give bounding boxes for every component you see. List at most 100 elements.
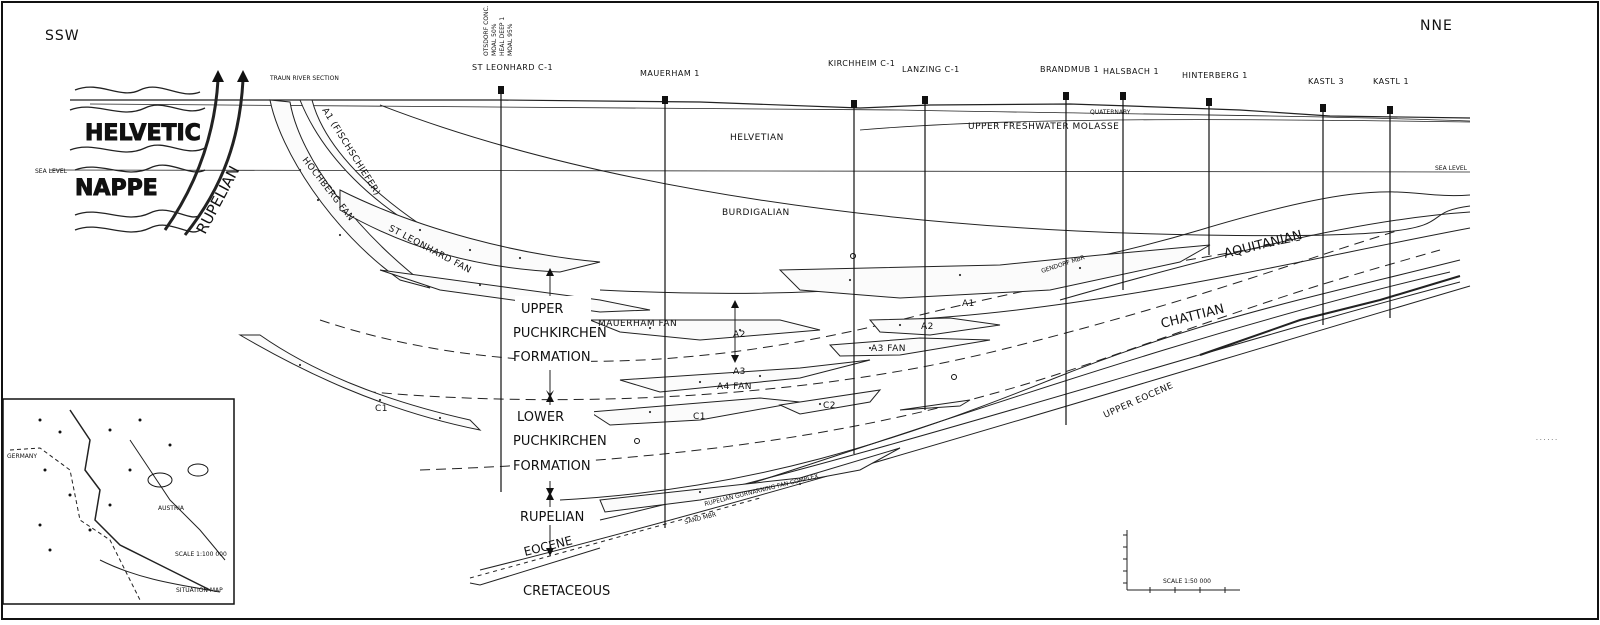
well-name: KASTL 1	[1373, 77, 1409, 86]
traun-label: TRAUN RIVER SECTION	[269, 75, 339, 82]
helvetic-label: HELVETIC	[85, 121, 201, 146]
c2-label: C2	[823, 401, 836, 411]
rig-icon	[662, 96, 668, 104]
c1-left-label: C1	[375, 404, 388, 414]
direction-nne: NNE	[1420, 18, 1453, 34]
boundary-cretaceous	[479, 285, 1471, 571]
mauerham-fan-body	[589, 319, 821, 341]
small-lens	[899, 399, 971, 411]
boundary-chattian-top	[899, 227, 1471, 321]
eocene-label: EOCENE	[522, 533, 573, 559]
map-lake	[187, 463, 209, 477]
helvetian-top	[89, 103, 1471, 122]
helvetian-label: HELVETIAN	[730, 133, 784, 143]
traun-text: TRAUN RIVER SECTION	[269, 75, 339, 82]
a2-label: A2	[733, 330, 746, 340]
ground-surface	[70, 99, 1471, 119]
well-name: HALSBACH 1	[1103, 67, 1159, 76]
well-name: KASTL 3	[1308, 77, 1344, 86]
a2-right-label: A2	[921, 322, 934, 332]
sea-level-line	[49, 169, 1471, 173]
map-lake	[147, 472, 173, 488]
sea-level-left: SEA LEVEL	[35, 168, 68, 175]
nappe-label: NAPPE	[75, 176, 158, 201]
map-river	[69, 409, 211, 591]
rig-icon	[1320, 104, 1326, 112]
formation-puchkirchen-upper: PUCHKIRCHEN	[513, 326, 607, 341]
upper-eocene-label: UPPER EOCENE	[1102, 381, 1175, 421]
direction-ssw: SSW	[45, 28, 80, 44]
a3-fan-body	[828, 337, 991, 357]
boundary-aquitanian	[599, 191, 1471, 294]
basement-hatched	[1199, 275, 1461, 356]
rig-icon	[1063, 92, 1069, 100]
map-thrust	[129, 439, 226, 561]
wells	[498, 86, 1393, 528]
a3-label: A3	[733, 367, 746, 377]
helvetic-nappe	[69, 86, 206, 233]
mauerham-fan-label: MAUERHAM FAN	[598, 319, 677, 329]
fan-stipple	[298, 168, 1082, 494]
cretaceous-label: CRETACEOUS	[523, 584, 610, 599]
upper-freshwater-label: UPPER FRESHWATER MOLASSE	[968, 122, 1119, 132]
map-scale: SCALE 1:100 000	[175, 551, 227, 558]
c2-fan-body	[778, 389, 882, 415]
map-border	[9, 447, 141, 601]
sand-mbr-label: SAND MBR	[684, 511, 717, 526]
cretaceous-hatch	[469, 497, 761, 579]
rig-icon	[498, 86, 504, 94]
quaternary-label: QUATERNARY	[1090, 109, 1131, 116]
rig-icon	[922, 96, 928, 104]
thrust-arrow-2	[237, 70, 249, 82]
formation-bg	[515, 296, 591, 370]
map-austria: AUSTRIA	[158, 505, 185, 512]
a4-fan-body	[619, 359, 871, 393]
well-note: MOAL 95%	[507, 23, 514, 56]
marker-circle	[634, 438, 640, 444]
dashed-marker-3	[419, 249, 1441, 471]
situation-map: GERMANY AUSTRIA SCALE 1:100 000 SITUATIO…	[2, 398, 235, 605]
well-name: ST LEONHARD C-1	[472, 63, 553, 72]
rupelian-thrust-label: RUPELIAN	[193, 163, 244, 237]
thrust-line-2	[183, 79, 245, 236]
formation-formation-lower: FORMATION	[513, 459, 591, 474]
well-note: OTSDORF CONC.	[483, 5, 490, 56]
marker-circle	[850, 253, 856, 259]
sea-level-right: SEA LEVEL	[1435, 165, 1468, 172]
c1-left-fan	[238, 334, 482, 431]
formation-bg	[515, 507, 581, 525]
rig-icon	[1206, 98, 1212, 106]
burdigalian-label: BURDIGALIAN	[722, 208, 790, 218]
aquitanian-label: AQUITANIAN	[1222, 228, 1303, 262]
rig-icon	[1387, 106, 1393, 114]
scale-label: SCALE 1:50 000	[1163, 578, 1211, 585]
well-name: BRANDMUB 1	[1040, 65, 1099, 74]
well-name: KIRCHHEIM C-1	[828, 59, 895, 68]
c1-mid-fan	[588, 397, 801, 426]
formation-lower: LOWER	[517, 410, 564, 425]
fan-bodies	[238, 244, 1211, 513]
traun-fans	[269, 99, 601, 289]
a1-fan-body	[778, 244, 1211, 299]
rupelian-base	[559, 259, 1461, 501]
a1-label: A1	[962, 299, 975, 309]
boundary-chattian-base	[699, 271, 1451, 501]
thrust-line-1	[163, 79, 220, 231]
well-note: MOAL 50%	[491, 23, 498, 56]
map-front	[99, 559, 221, 593]
a4-fan-label: A4 FAN	[717, 382, 752, 392]
eocene-line	[469, 547, 601, 586]
well-name: LANZING C-1	[902, 65, 960, 74]
rig-icon	[851, 100, 857, 108]
map-frame	[2, 398, 235, 605]
well-name: MAUERHAM 1	[640, 69, 700, 78]
edge-mark: · · · · · ·	[1536, 437, 1557, 444]
formation-upper: UPPER	[521, 302, 563, 317]
well-name: HINTERBERG 1	[1182, 71, 1248, 80]
formation-rupelian: RUPELIAN	[520, 510, 584, 525]
formation-puchkirchen-lower: PUCHKIRCHEN	[513, 434, 607, 449]
dashed-marker-2	[349, 229, 1401, 401]
vertical-scale: SCALE 1:50 000	[1123, 530, 1240, 593]
